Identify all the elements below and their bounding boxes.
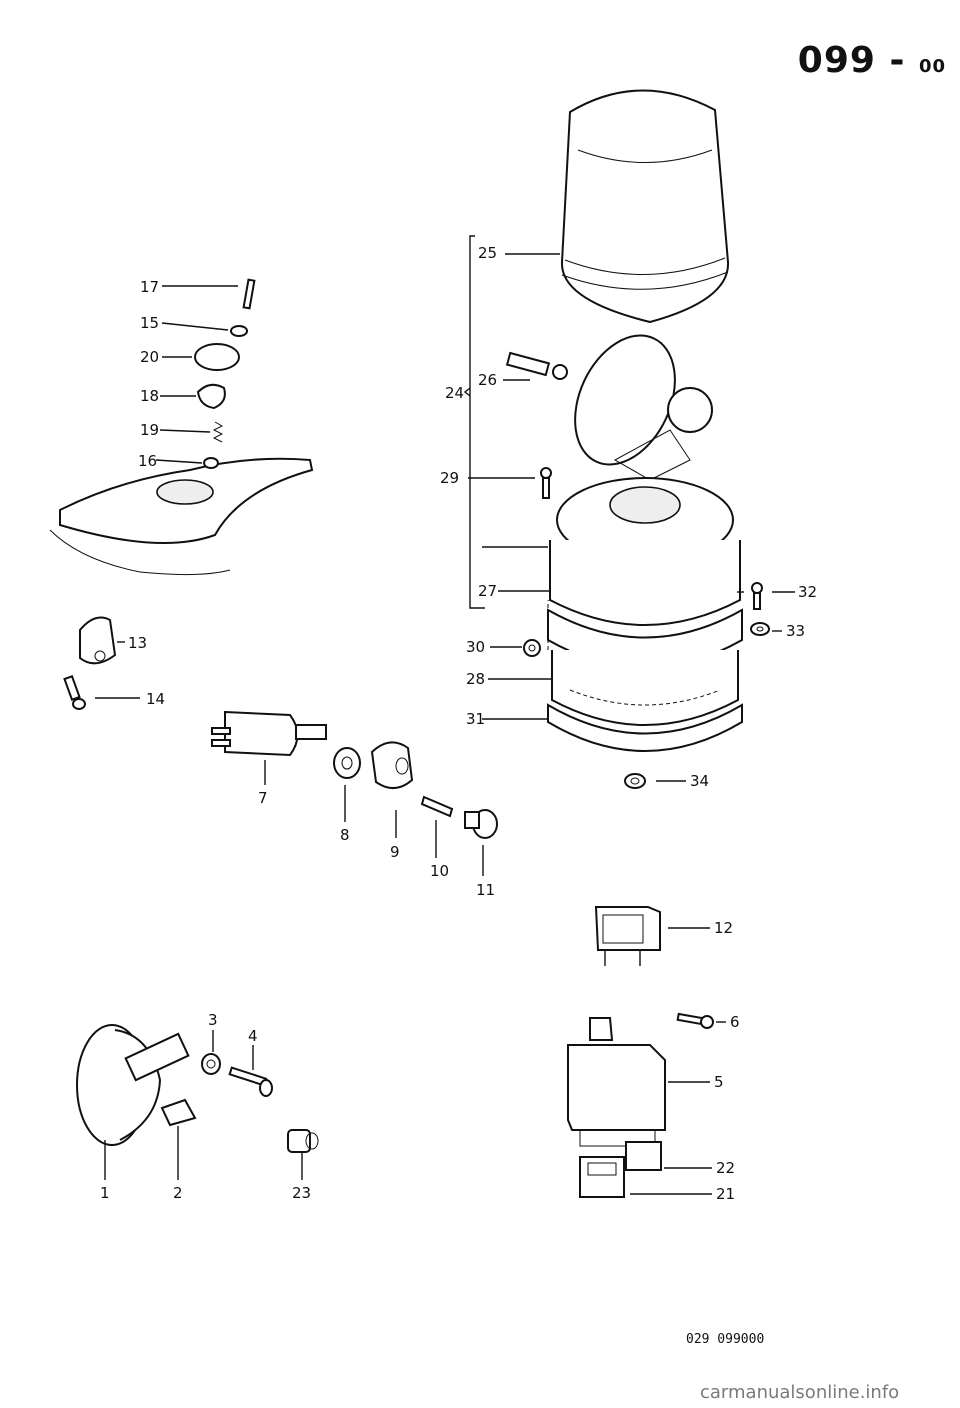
callout-33: 33 <box>786 622 805 640</box>
callout-19: 19 <box>140 421 159 439</box>
callout-26: 26 <box>478 371 497 389</box>
page-code-suffix: 00 <box>918 56 946 77</box>
nut-30-part <box>523 639 541 657</box>
leader-lines <box>95 235 795 1195</box>
washer-33-part <box>750 622 770 636</box>
switch-7-part <box>211 710 327 757</box>
callout-14: 14 <box>146 690 165 708</box>
connector-23-part <box>287 1129 319 1153</box>
callout-4: 4 <box>248 1027 258 1045</box>
callout-3: 3 <box>208 1011 218 1029</box>
relay-12-part <box>594 906 661 966</box>
mount-bracket-part <box>49 457 314 576</box>
callout-2: 2 <box>173 1184 183 1202</box>
callout-34: 34 <box>690 772 709 790</box>
callout-6: 6 <box>730 1013 740 1031</box>
callout-28: 28 <box>466 670 485 688</box>
stack-17-20-part <box>194 278 256 469</box>
callout-15: 15 <box>140 314 159 332</box>
callout-10: 10 <box>430 862 449 880</box>
callout-22: 22 <box>716 1159 735 1177</box>
callout-29: 29 <box>440 469 459 487</box>
callout-23: 23 <box>292 1184 311 1202</box>
bolt-4-part <box>228 1066 273 1097</box>
rubber-cap-13-part <box>79 616 117 665</box>
callout-8: 8 <box>340 826 350 844</box>
callout-13: 13 <box>128 634 147 652</box>
callout-31: 31 <box>466 710 485 728</box>
screw-32-part <box>751 582 763 610</box>
callout-32: 32 <box>798 583 817 601</box>
screw-29-part <box>540 467 552 499</box>
control-unit-5-part <box>567 1017 666 1147</box>
bulb-part <box>505 351 568 380</box>
drawing-number: 029 099000 <box>686 1332 765 1347</box>
knob-clip-10-part <box>420 795 454 818</box>
callout-5: 5 <box>714 1073 724 1091</box>
callout-24: 24 <box>445 384 464 402</box>
page-code-main: 099 <box>797 40 876 81</box>
callout-1: 1 <box>100 1184 110 1202</box>
callout-7: 7 <box>258 789 268 807</box>
beacon-base-part <box>547 477 743 752</box>
plug-22-part <box>625 1141 662 1171</box>
nut-3-part <box>201 1053 221 1075</box>
bushing-8-part <box>333 747 361 779</box>
callout-16: 16 <box>138 452 157 470</box>
screw-6-part <box>676 1012 714 1029</box>
page-code: 099 - 00 <box>797 40 946 81</box>
watermark-text: carmanualsonline.info <box>700 1382 900 1403</box>
beacon-dome-part <box>560 89 730 324</box>
callout-labels: 17 15 20 18 19 16 13 14 7 8 9 10 11 12 2… <box>100 244 817 1203</box>
callout-20: 20 <box>140 348 159 366</box>
nut-9-part <box>370 741 414 789</box>
callout-21: 21 <box>716 1185 735 1203</box>
plug-21-part <box>579 1156 625 1198</box>
callout-27: 27 <box>478 582 497 600</box>
connector-2-part <box>160 1098 197 1127</box>
callout-17: 17 <box>140 278 159 296</box>
reflector-part <box>574 334 713 481</box>
callout-25: 25 <box>478 244 497 262</box>
grommet-34-part <box>624 773 646 789</box>
callout-12: 12 <box>714 919 733 937</box>
callout-30: 30 <box>466 638 485 656</box>
callout-18: 18 <box>140 387 159 405</box>
callout-9: 9 <box>390 843 400 861</box>
callout-11: 11 <box>476 881 495 899</box>
horn-1-part <box>76 1024 190 1146</box>
screw-14-part <box>63 675 86 710</box>
knob-11-part <box>464 809 498 839</box>
